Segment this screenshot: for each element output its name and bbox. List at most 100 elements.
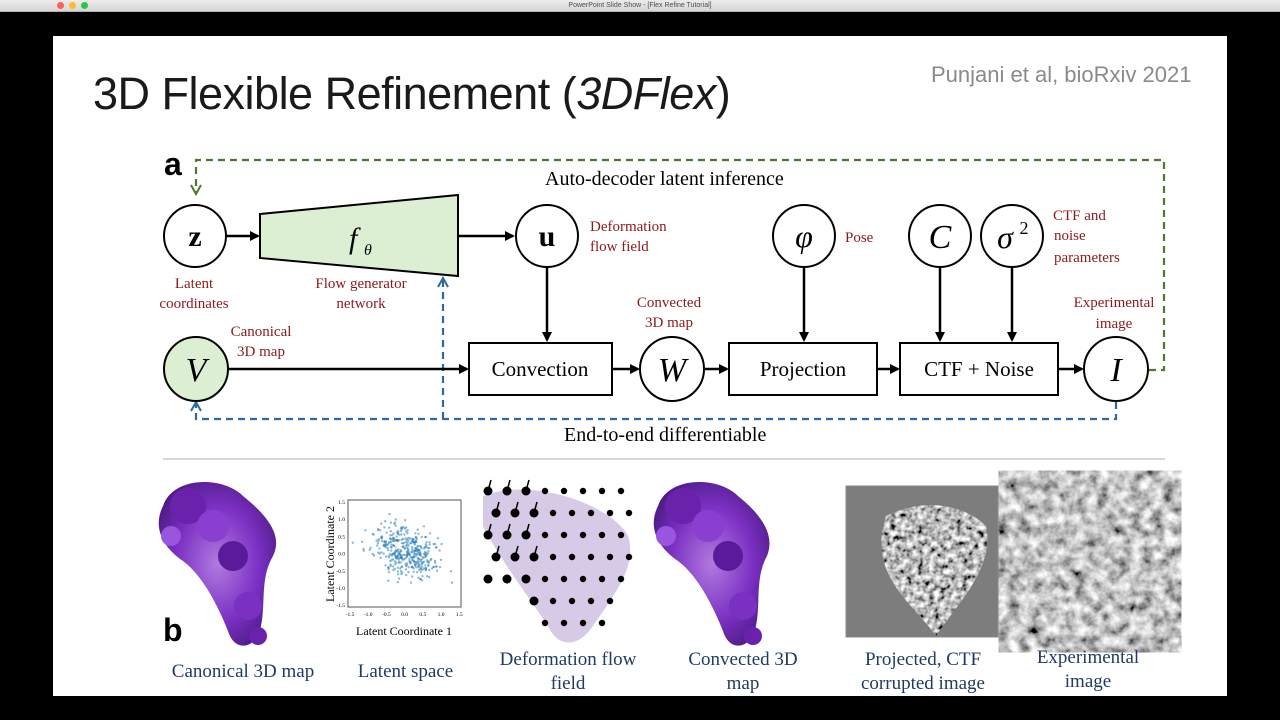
convection-box: Convection — [468, 342, 613, 396]
scatter-point — [423, 567, 426, 570]
flow-vector — [529, 596, 539, 606]
flow-vector — [525, 523, 530, 536]
zoom-window-button[interactable] — [81, 2, 88, 9]
scatter-point — [380, 551, 383, 554]
scatter-point — [388, 526, 391, 529]
scatter-point — [389, 546, 392, 549]
flow-vector — [514, 501, 519, 514]
scatter-point — [419, 570, 422, 573]
node-u: u — [515, 204, 579, 268]
scatter-point — [393, 551, 396, 555]
flow-vector — [617, 487, 625, 495]
scatter-point — [398, 556, 401, 560]
node-w: W — [639, 336, 705, 402]
scatter-point — [405, 554, 409, 557]
flow-vector — [514, 545, 519, 558]
scatter-point — [382, 552, 385, 555]
flow-vector — [606, 597, 614, 605]
flow-vector — [579, 487, 587, 495]
svg-text:2: 2 — [1020, 218, 1029, 238]
flow-vector — [598, 575, 606, 583]
scatter-point — [402, 525, 405, 529]
scatter-point — [387, 579, 390, 582]
slide[interactable]: 3D Flexible Refinement (3DFlex) Punjani … — [53, 36, 1227, 696]
scatter-point — [416, 544, 420, 548]
scatter-point — [393, 560, 397, 563]
scatter-point — [412, 570, 415, 573]
label-experimental-1: Experimental — [1074, 295, 1155, 311]
label-pose: Pose — [845, 230, 874, 246]
scatter-point — [397, 560, 401, 563]
scatter-point — [406, 547, 410, 551]
scatter-point — [396, 550, 399, 553]
x-tick-label: 0.5 — [419, 612, 426, 618]
scatter-point — [426, 552, 429, 555]
scatter-point — [388, 512, 391, 516]
flow-vector — [598, 619, 606, 627]
flow-vector — [579, 575, 587, 583]
flow-vector — [549, 509, 557, 517]
scatter-point — [396, 570, 399, 573]
scatter-point — [404, 519, 407, 522]
scatter-point — [434, 561, 437, 564]
label-flow-gen-1: Flow generator — [315, 276, 406, 292]
scatter-point — [414, 535, 417, 539]
flow-vector — [541, 575, 549, 583]
scatter-point — [426, 560, 429, 564]
scatter-point — [397, 552, 400, 556]
scatter-point — [406, 549, 409, 553]
scatter-point — [398, 539, 401, 542]
scatter-point — [407, 566, 410, 569]
scatter-point — [377, 551, 380, 554]
close-window-button[interactable] — [57, 2, 64, 9]
flow-vector — [568, 597, 576, 605]
label-latent-1: Latent — [175, 276, 214, 292]
label-canonical-1: Canonical — [231, 324, 292, 340]
scatter-point — [399, 548, 402, 552]
scatter-point — [385, 531, 388, 534]
scatter-point — [384, 555, 388, 558]
label-ctf-1: CTF and — [1053, 208, 1106, 224]
scatter-point — [371, 552, 374, 556]
y-tick-label: 1.5 — [338, 500, 345, 506]
scatter-point — [387, 541, 391, 544]
scatter-point — [387, 571, 391, 574]
node-c: C — [908, 204, 972, 268]
flow-vector — [495, 501, 500, 514]
scatter-point — [402, 553, 405, 557]
scatter-point — [417, 576, 420, 579]
scatter-point — [378, 547, 381, 550]
scatter-point — [380, 539, 384, 543]
canonical-map-image — [158, 482, 277, 646]
node-phi: φ — [772, 204, 836, 268]
x-tick-label: -0.5 — [382, 612, 391, 618]
minimize-window-button[interactable] — [69, 2, 76, 9]
label-experimental-2: image — [1096, 316, 1133, 332]
convected-map-image — [653, 482, 770, 646]
scatter-point — [418, 550, 422, 553]
label-convected-1: Convected — [637, 295, 702, 311]
caption-canonical: Canonical 3D map — [171, 661, 315, 682]
scatter-point — [392, 536, 395, 540]
window-titlebar: PowerPoint Slide Show - [Flex Refine Tut… — [0, 0, 1280, 12]
scatter-point — [419, 558, 422, 562]
flow-vector — [587, 553, 595, 561]
scatter-point — [417, 557, 420, 561]
y-tick-label: 1.0 — [338, 517, 345, 523]
x-tick-label: 1.0 — [438, 612, 445, 618]
flow-vector — [606, 509, 614, 517]
scatter-point — [380, 522, 383, 525]
scatter-point — [362, 547, 365, 551]
scatter-point — [392, 539, 396, 543]
scatter-point — [432, 565, 435, 568]
scatter-point — [422, 552, 426, 556]
scatter-point — [404, 556, 407, 560]
scatter-point — [389, 534, 392, 537]
scatter-point — [393, 554, 397, 557]
panel-a-label: a — [164, 146, 182, 182]
scatter-point — [429, 558, 432, 562]
scatter-point — [410, 550, 413, 554]
flow-vector — [549, 553, 557, 561]
flow-vector — [525, 479, 530, 492]
